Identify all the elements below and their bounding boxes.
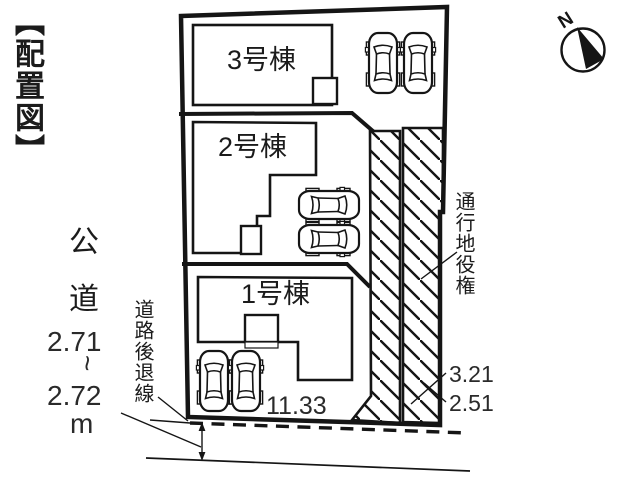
road-width-leader [120, 412, 202, 448]
building-1-label: 1号棟 [241, 279, 311, 309]
easement-label-leader [420, 251, 458, 280]
building-1-porch [243, 313, 280, 344]
divider-lower [182, 262, 372, 289]
dimension-2-51: 2.51 [449, 390, 494, 416]
building-3-porch [311, 76, 339, 106]
setback-line-extension [149, 419, 191, 424]
car-icon [195, 349, 233, 413]
road-setback-dashed-line [189, 421, 469, 435]
road-width-unit: m [70, 408, 94, 439]
car-icon [364, 31, 402, 95]
building-3-label: 3号棟 [227, 45, 297, 75]
dim-3-21-leader [410, 372, 447, 405]
car-icon [227, 349, 265, 413]
building-1-step [244, 341, 279, 349]
building-3-footprint [191, 23, 334, 107]
setback-label-leader [157, 396, 189, 422]
page-title: 【配置図】 [10, 6, 43, 166]
divider-upper [178, 110, 376, 134]
road-type-char-1: 公 [69, 226, 99, 259]
arrow-up-icon [198, 422, 206, 431]
car-icon [399, 31, 437, 95]
road-width-tilde: ~ [72, 355, 103, 372]
car-icon [297, 220, 361, 258]
car-icon [297, 186, 361, 224]
north-compass: N [555, 8, 606, 73]
easement-label: 通行地役権 [452, 191, 474, 296]
dimension-3-21: 3.21 [449, 361, 494, 387]
easement-strip-left [349, 129, 402, 425]
compass-circle-icon [560, 27, 606, 73]
arrow-down-icon [198, 452, 206, 461]
frontage-dimension: 11.33 [266, 392, 327, 420]
easement-strip-right [401, 126, 445, 425]
dim-2-51-leader [423, 382, 447, 403]
road-edge-line [145, 457, 471, 472]
building-2-porch [239, 224, 263, 256]
road-width-max: 2.72 [47, 380, 102, 411]
road-width-min: 2.71 [47, 326, 102, 357]
building-2-label: 2号棟 [218, 132, 288, 162]
setback-line-label: 道路後退線 [131, 299, 153, 404]
building-2-footprint [191, 120, 318, 255]
compass-needle-icon [577, 27, 604, 69]
road-type-char-2: 道 [69, 283, 99, 316]
